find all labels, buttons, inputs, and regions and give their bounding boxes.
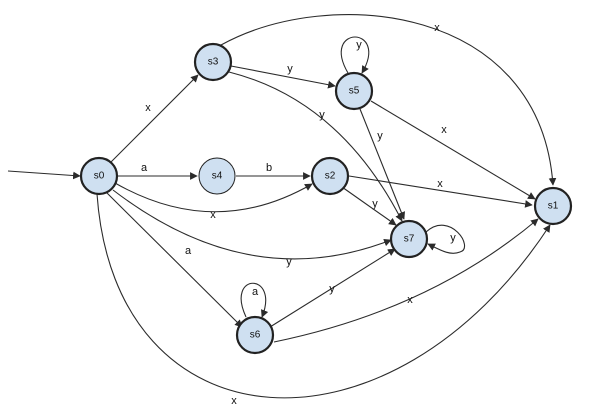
node-label-s3: s3	[208, 57, 219, 68]
node-s2: s2	[310, 156, 350, 196]
node-label-s2: s2	[325, 171, 336, 182]
edge-s5-s1	[370, 100, 536, 200]
node-label-s5: s5	[349, 86, 360, 97]
edge-label-s0-s3: x	[145, 102, 151, 114]
node-s1: s1	[533, 186, 573, 226]
edge-s2-s7	[341, 186, 397, 226]
edge-label-s6-s7: y	[329, 283, 335, 295]
node-s7: s7	[389, 219, 429, 259]
node-label-s1: s1	[548, 201, 559, 212]
edge-s0-s7	[112, 189, 392, 260]
edge-label-s6-s1: x	[407, 294, 413, 306]
edge-s3-s1	[220, 14, 557, 186]
node-label-s7: s7	[404, 234, 415, 245]
node-s0: s0	[79, 156, 119, 196]
edge-label-s4-s2: b	[266, 162, 272, 174]
edge-label-s7-s7: y	[450, 232, 456, 244]
node-label-s6: s6	[250, 330, 261, 341]
edge-label-s6-s6: a	[252, 286, 259, 298]
edge-label-s0-s4: a	[141, 162, 148, 174]
node-s5: s5	[334, 71, 374, 111]
self-loop-s7	[425, 224, 466, 254]
edge-label-s0-s6: a	[185, 245, 192, 257]
node-s4: s4	[198, 157, 236, 195]
edge-s6-s7	[269, 248, 396, 328]
edge-label-s3-s1: x	[434, 22, 440, 34]
edge-label-s3-s7: y	[319, 109, 325, 121]
edge-label-s0-s1: x	[231, 395, 237, 407]
edge-label-s5-s5: y	[356, 39, 362, 51]
edge-label-s3-s5: y	[287, 63, 293, 75]
edge-label-s2-s1: x	[437, 178, 443, 190]
edge-label-s0-s7: y	[286, 256, 292, 268]
edge-label-s2-s7: y	[372, 198, 378, 210]
edge-s3-s5	[230, 65, 336, 89]
node-label-s4: s4	[212, 171, 223, 182]
edge-label-s0-s2: x	[210, 209, 216, 221]
edge-s0-s1	[96, 193, 551, 399]
edges: x a b x y a x y y x y y x y x y a	[7, 14, 557, 407]
edge-label-s5-s7: y	[377, 130, 383, 142]
nodes: s0 s3 s4 s2 s5 s7 s1 s6	[79, 42, 573, 355]
edge-s5-s7	[359, 108, 406, 220]
node-s3: s3	[193, 42, 233, 82]
edge-s3-s7	[228, 71, 403, 222]
start-arrow	[7, 170, 81, 180]
edge-s0-s3	[109, 74, 199, 164]
edge-s0-s2	[114, 182, 313, 213]
self-loop-s5	[340, 36, 370, 74]
node-label-s0: s0	[94, 171, 105, 182]
edge-s0-s6	[106, 192, 243, 328]
edge-s6-s1	[273, 218, 539, 343]
node-s6: s6	[235, 315, 275, 355]
edge-s2-s1	[348, 175, 533, 208]
edge-label-s5-s1: x	[441, 124, 447, 136]
self-loop-s6	[240, 282, 269, 318]
